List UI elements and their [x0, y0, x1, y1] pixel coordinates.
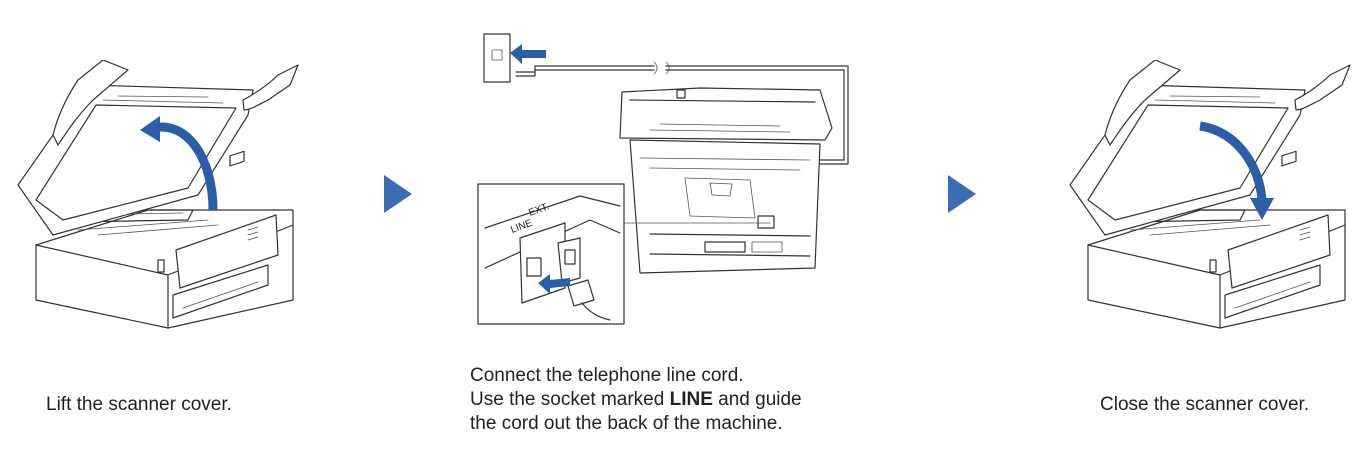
- step-1-illustration: [8, 60, 308, 340]
- step-2-caption-line-3: the cord out the back of the machine.: [470, 413, 783, 434]
- step-2-caption-line-2: Use the socket marked LINE and guide: [470, 388, 802, 412]
- step-2-caption-line-2-post: and guide: [712, 389, 802, 410]
- step-2-caption-line-2-pre: Use the socket marked: [470, 389, 670, 410]
- step-2-illustration: EXT. LINE: [470, 28, 870, 328]
- step-2-caption: Connect the telephone line cord. Use the…: [470, 364, 802, 436]
- step-3-illustration: [1060, 60, 1360, 340]
- step-2-caption-line-2-bold: LINE: [669, 389, 713, 410]
- step-arrow-icon: [948, 175, 978, 213]
- step-2-caption-line-1: Connect the telephone line cord.: [470, 365, 744, 386]
- step-arrow-icon: [384, 175, 414, 213]
- step-1-caption: Lift the scanner cover.: [46, 394, 232, 415]
- step-3-caption: Close the scanner cover.: [1100, 394, 1310, 415]
